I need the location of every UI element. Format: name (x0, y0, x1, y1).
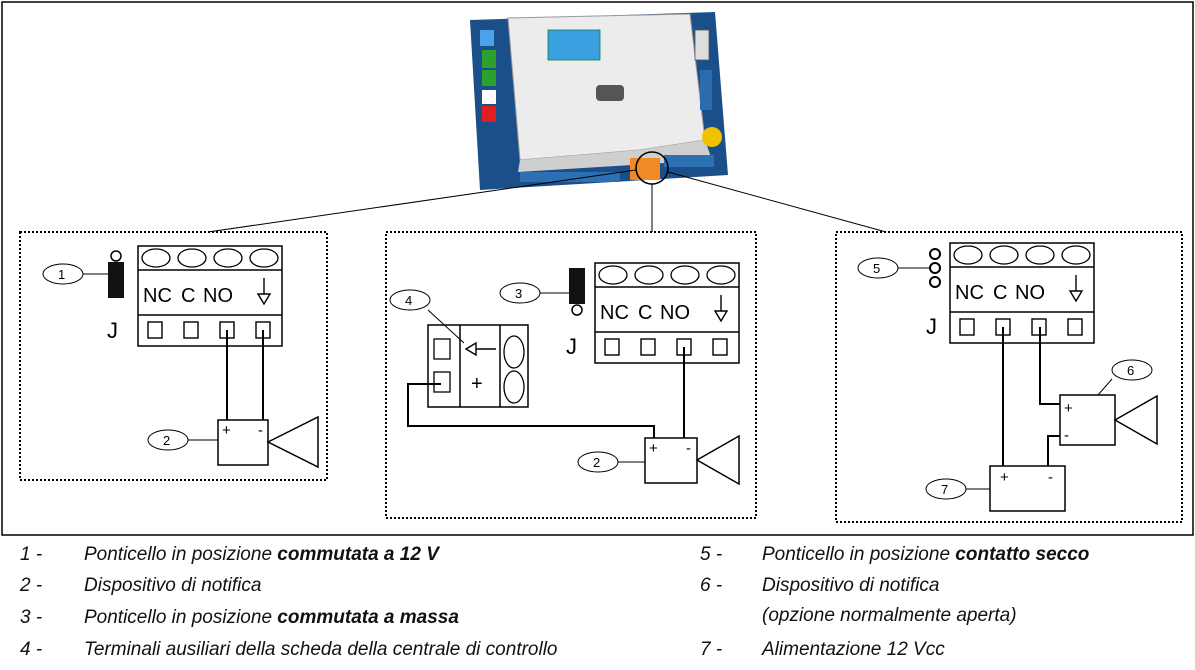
svg-text:NO: NO (660, 302, 690, 324)
svg-text:+: + (222, 422, 231, 439)
panel-dry-contact: NC C NO J 5 + - 6 + - (835, 231, 1183, 523)
callout-2 (147, 429, 189, 451)
legend-item-7: 7 -Alimentazione 12 Vcc (700, 639, 945, 660)
jumper-label: J (107, 318, 118, 343)
legend-item-6: 6 -Dispositivo di notifica (700, 575, 940, 596)
ground-arrow-icon (256, 278, 272, 306)
legend-item-3: 3 -Ponticello in posizione commutata a m… (20, 607, 459, 628)
legend-item-5: 5 -Ponticello in posizione contatto secc… (700, 544, 1090, 565)
svg-text:+: + (471, 373, 483, 395)
svg-text:7: 7 (941, 482, 948, 497)
callout-1 (42, 263, 84, 285)
svg-text:+: + (1000, 469, 1009, 486)
callout-6 (1111, 359, 1153, 381)
svg-text:2: 2 (163, 433, 170, 448)
svg-text:J: J (926, 314, 937, 339)
legend-item-4: 4 -Terminali ausiliari della scheda dell… (20, 639, 558, 660)
control-panel-board (470, 12, 728, 190)
callout-7 (925, 478, 967, 500)
callout-3 (499, 282, 541, 304)
wiring-diagram: NC C NO J 1 + - 2 (1, 1, 1194, 536)
svg-text:2: 2 (593, 455, 600, 470)
svg-text:4: 4 (405, 293, 412, 308)
svg-text:1: 1 (58, 267, 65, 282)
legend-item-1: 1 -Ponticello in posizione commutata a 1… (20, 544, 439, 565)
outer-frame (1, 1, 1194, 536)
callout-4 (389, 289, 431, 311)
panel-12v-switched: NC C NO J 1 + - 2 (19, 231, 328, 481)
ground-arrow-icon (1068, 275, 1084, 303)
svg-text:NC: NC (600, 302, 629, 324)
svg-text:-: - (1064, 427, 1069, 444)
legend-item-2: 2 -Dispositivo di notifica (20, 575, 262, 596)
callout-2b (577, 451, 619, 473)
svg-text:NC: NC (955, 282, 984, 304)
svg-text:-: - (1048, 469, 1053, 486)
svg-text:+: + (1064, 400, 1073, 417)
svg-text:J: J (566, 334, 577, 359)
terminal-no-label: NO (203, 285, 233, 307)
horn-icon (695, 434, 740, 486)
ground-arrow-icon (713, 295, 729, 323)
terminal-c-label: C (181, 285, 195, 307)
legend-item-6-sub: (opzione normalmente aperta) (762, 605, 1017, 626)
ground-arrow-icon (464, 341, 496, 357)
panel-ground-switched: NC C NO J 3 + 4 (385, 231, 757, 519)
svg-text:5: 5 (873, 261, 880, 276)
svg-text:+: + (649, 440, 658, 457)
horn-icon (266, 415, 319, 469)
svg-text:3: 3 (515, 286, 522, 301)
svg-text:-: - (258, 422, 263, 439)
horn-icon (1113, 394, 1158, 446)
svg-text:6: 6 (1127, 363, 1134, 378)
svg-text:C: C (993, 282, 1007, 304)
svg-text:NO: NO (1015, 282, 1045, 304)
callout-5 (857, 257, 899, 279)
svg-text:C: C (638, 302, 652, 324)
terminal-nc-label: NC (143, 285, 172, 307)
jumper-dry-contact (929, 248, 941, 288)
svg-text:-: - (686, 440, 691, 457)
